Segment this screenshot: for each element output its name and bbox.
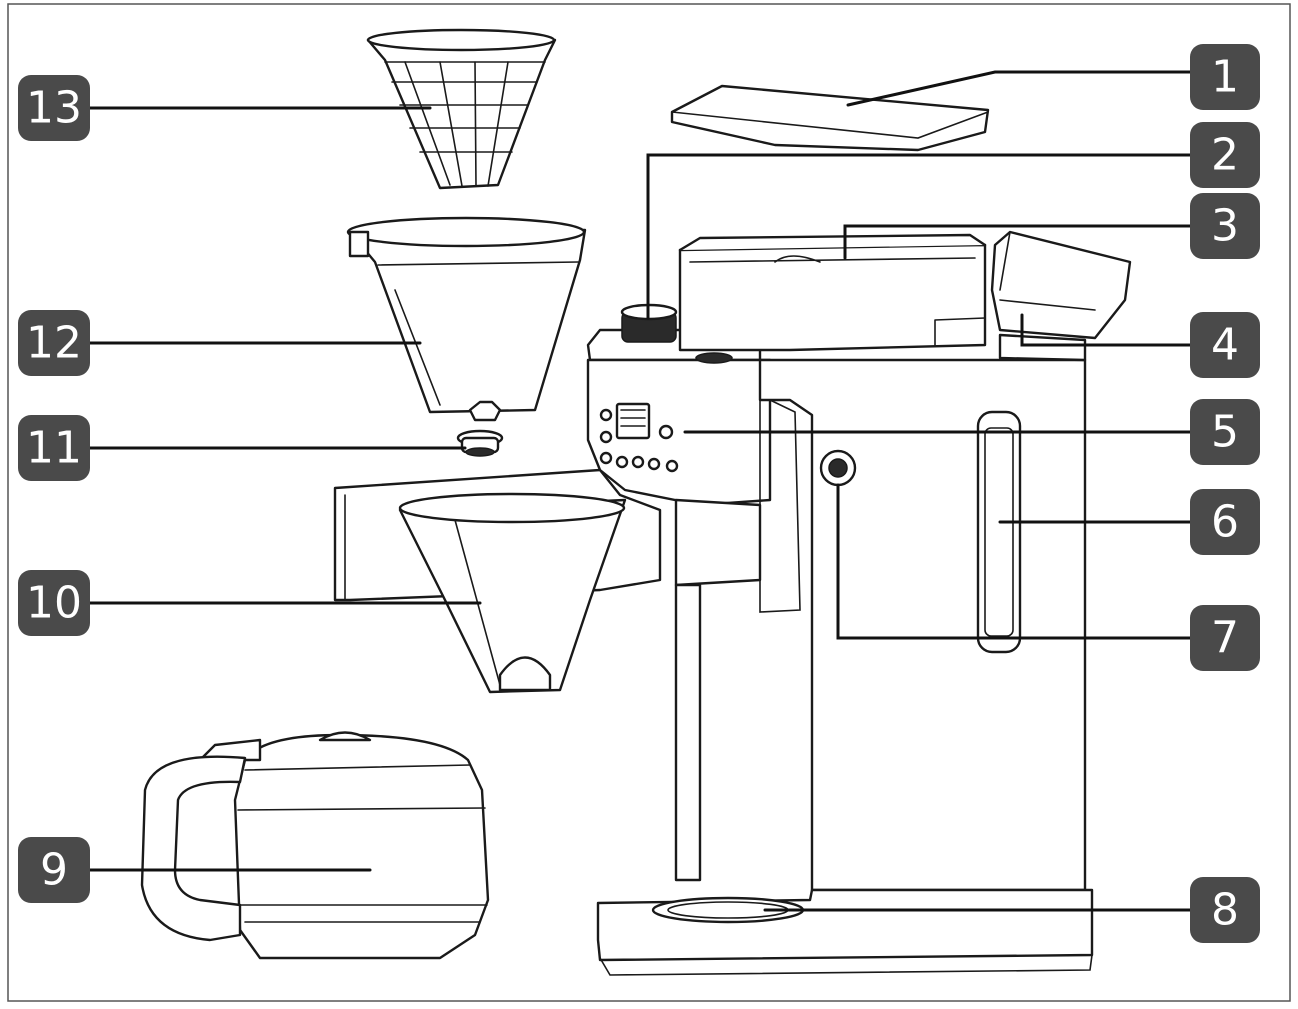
- svg-text:1: 1: [1211, 52, 1239, 103]
- callout-badge-7: 7: [1190, 605, 1260, 671]
- leader-2: [646, 153, 1192, 320]
- svg-text:7: 7: [1211, 613, 1239, 664]
- callout-badge-4: 4: [1190, 312, 1260, 378]
- callout-badge-5: 5: [1190, 399, 1260, 465]
- svg-text:10: 10: [26, 578, 82, 629]
- part-water-tank-lid: [670, 84, 990, 152]
- svg-text:12: 12: [26, 318, 82, 369]
- callout-badges: 1 2 3 4 5 6 7 8: [18, 44, 1260, 943]
- leader-3: [843, 224, 1192, 260]
- part-filter-holder: [346, 216, 587, 422]
- leader-4: [1020, 313, 1192, 347]
- part-permanent-filter: [366, 28, 557, 190]
- callout-badge-8: 8: [1190, 877, 1260, 943]
- part-filter-carrier: [333, 468, 662, 694]
- svg-text:2: 2: [1211, 130, 1239, 181]
- callout-badge-2: 2: [1190, 122, 1260, 188]
- callout-badge-10: 10: [18, 570, 90, 636]
- leader-1: [846, 70, 1192, 107]
- svg-text:9: 9: [40, 845, 68, 896]
- callout-badge-6: 6: [1190, 489, 1260, 555]
- callout-badge-9: 9: [18, 837, 90, 903]
- svg-text:3: 3: [1211, 201, 1239, 252]
- callout-badge-1: 1: [1190, 44, 1260, 110]
- svg-text:4: 4: [1211, 320, 1239, 371]
- callout-badge-3: 3: [1190, 193, 1260, 259]
- part-drip-stop-valve: [456, 429, 504, 457]
- diagram-frame: [7, 3, 1291, 1002]
- part-main-housing: [586, 303, 1094, 976]
- callout-badge-13: 13: [18, 75, 90, 141]
- svg-text:8: 8: [1211, 885, 1239, 936]
- callout-badge-12: 12: [18, 310, 90, 376]
- part-hopper-lid: [990, 230, 1132, 362]
- leader-7: [836, 483, 1192, 640]
- leader-lines: [88, 70, 1192, 912]
- svg-text:6: 6: [1211, 497, 1239, 548]
- svg-text:13: 13: [26, 83, 82, 134]
- part-glass-carafe: [140, 731, 490, 960]
- svg-text:11: 11: [26, 423, 82, 474]
- callout-badge-11: 11: [18, 415, 90, 481]
- svg-text:5: 5: [1211, 407, 1239, 458]
- part-bean-container: [678, 233, 987, 352]
